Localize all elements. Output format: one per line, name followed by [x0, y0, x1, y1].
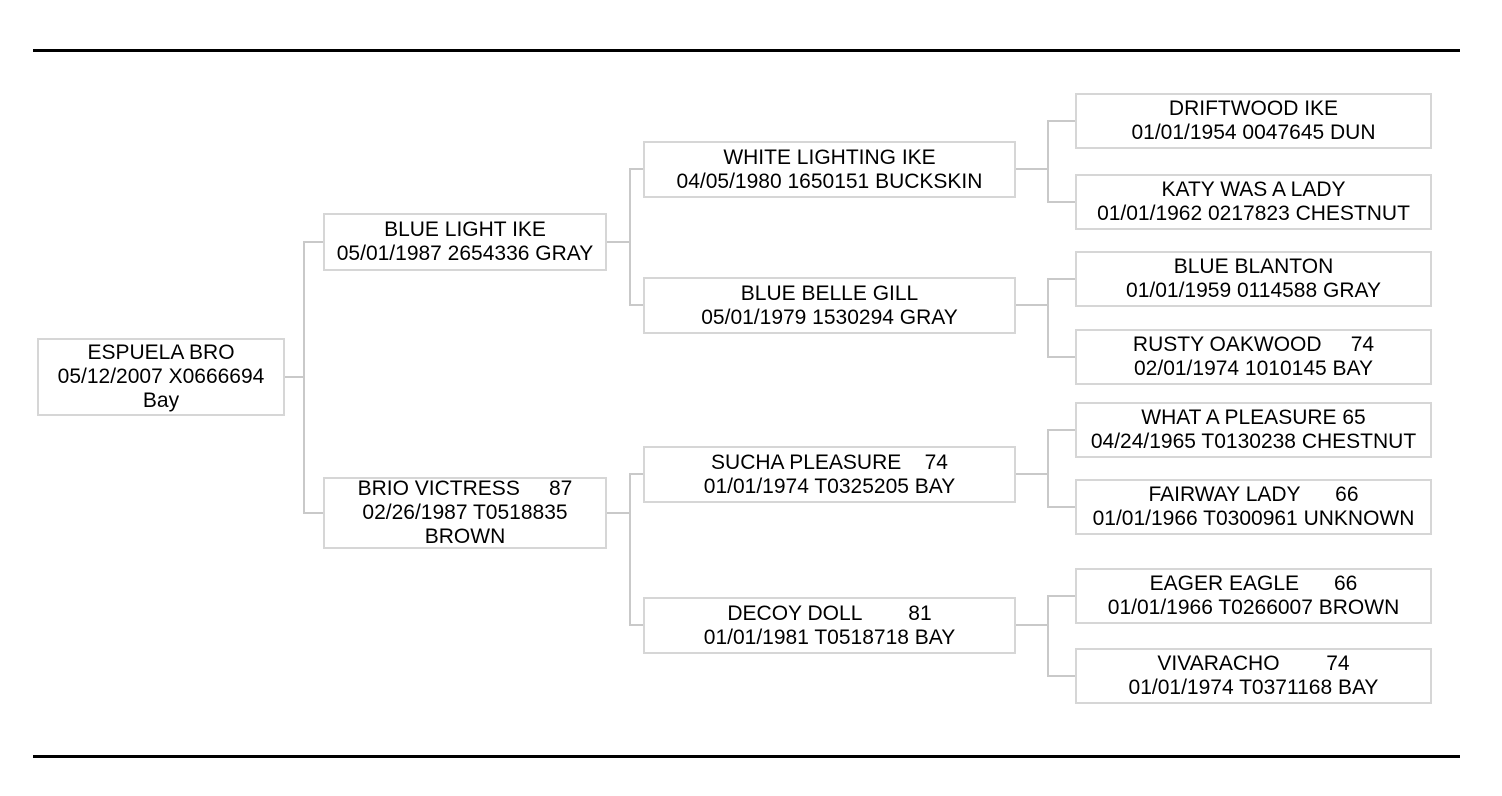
horse-name: WHITE LIGHTING IKE [723, 145, 936, 169]
bracket-dam-dam [1016, 595, 1075, 677]
pedigree-node-sire-sire-dam[interactable]: KATY WAS A LADY 01/01/1962 0217823 CHEST… [1075, 174, 1432, 230]
horse-name: BLUE LIGHT IKE [384, 218, 546, 241]
pedigree-node-sire-dam-dam[interactable]: RUSTY OAKWOOD 74 02/01/1974 1010145 BAY [1075, 329, 1432, 385]
pedigree-node-sire-sire-sire[interactable]: DRIFTWOOD IKE 01/01/1954 0047645 DUN [1075, 93, 1432, 149]
horse-name: FAIRWAY LADY 66 [1148, 483, 1359, 506]
horse-name: SUCHA PLEASURE 74 [711, 450, 948, 474]
horse-name: RUSTY OAKWOOD 74 [1132, 333, 1375, 356]
horse-name: VIVARACHO 74 [1157, 652, 1350, 675]
horse-details: 01/01/1959 0114588 GRAY [1126, 279, 1381, 302]
horse-details: 01/01/1974 T0371168 BAY [1128, 676, 1379, 699]
horse-name: DECOY DOLL 81 [727, 601, 932, 625]
horse-details: 01/01/1966 T0300961 UNKNOWN [1092, 507, 1415, 530]
horse-details: 01/01/1954 0047645 DUN [1131, 121, 1376, 144]
horse-name: ESPUELA BRO [87, 341, 235, 364]
pedigree-node-dam-dam[interactable]: DECOY DOLL 81 01/01/1981 T0518718 BAY [643, 597, 1016, 654]
horse-details: 05/12/2007 X0666694 [57, 365, 265, 388]
bracket-sire-dam [1016, 278, 1075, 358]
pedigree-node-sire[interactable]: BLUE LIGHT IKE 05/01/1987 2654336 GRAY [323, 213, 607, 271]
horse-details: 05/01/1979 1530294 GRAY [701, 305, 958, 329]
pedigree-node-subject[interactable]: ESPUELA BRO 05/12/2007 X0666694 Bay [37, 338, 285, 416]
bracket-dam-sire [1016, 429, 1075, 508]
horse-details: 01/01/1966 T0266007 BROWN [1107, 596, 1400, 619]
horse-details: 02/01/1974 1010145 BAY [1134, 357, 1373, 380]
horse-details: 04/05/1980 1650151 BUCKSKIN [676, 169, 983, 193]
horse-details: 04/24/1965 T0130238 CHESTNUT [1090, 430, 1417, 453]
horse-details: 01/01/1974 T0325205 BAY [703, 474, 956, 498]
bottom-rule [33, 755, 1460, 758]
horse-name: WHAT A PLEASURE 65 [1141, 406, 1366, 429]
bracket-sire [607, 168, 643, 306]
horse-details: 05/01/1987 2654336 GRAY [336, 242, 594, 265]
horse-name: EAGER EAGLE 66 [1149, 572, 1358, 595]
horse-name: BLUE BELLE GILL [740, 281, 919, 305]
pedigree-node-dam-sire-dam[interactable]: FAIRWAY LADY 66 01/01/1966 T0300961 UNKN… [1075, 479, 1432, 535]
horse-name: BLUE BLANTON [1173, 255, 1334, 278]
pedigree-node-sire-dam-sire[interactable]: BLUE BLANTON 01/01/1959 0114588 GRAY [1075, 251, 1432, 307]
horse-details: 01/01/1962 0217823 CHESTNUT [1097, 202, 1410, 225]
horse-color: BROWN [424, 525, 506, 548]
bracket-sire-sire [1016, 120, 1075, 203]
horse-details: 01/01/1981 T0518718 BAY [703, 625, 956, 649]
horse-name: DRIFTWOOD IKE [1168, 97, 1339, 120]
pedigree-node-sire-sire[interactable]: WHITE LIGHTING IKE 04/05/1980 1650151 BU… [643, 141, 1016, 198]
horse-color: Bay [142, 389, 180, 412]
pedigree-node-dam-sire[interactable]: SUCHA PLEASURE 74 01/01/1974 T0325205 BA… [643, 446, 1016, 503]
horse-name: KATY WAS A LADY [1161, 178, 1346, 201]
pedigree-node-sire-dam[interactable]: BLUE BELLE GILL 05/01/1979 1530294 GRAY [643, 277, 1016, 334]
pedigree-node-dam-dam-dam[interactable]: VIVARACHO 74 01/01/1974 T0371168 BAY [1075, 648, 1432, 704]
pedigree-node-dam-dam-sire[interactable]: EAGER EAGLE 66 01/01/1966 T0266007 BROWN [1075, 568, 1432, 624]
bracket-subject [285, 241, 323, 514]
horse-details: 02/26/1987 T0518835 [362, 501, 568, 524]
bracket-dam [607, 473, 643, 626]
top-rule [33, 49, 1460, 52]
pedigree-node-dam-sire-sire[interactable]: WHAT A PLEASURE 65 04/24/1965 T0130238 C… [1075, 402, 1432, 458]
pedigree-node-dam[interactable]: BRIO VICTRESS 87 02/26/1987 T0518835 BRO… [323, 477, 607, 549]
horse-name: BRIO VICTRESS 87 [357, 477, 573, 500]
